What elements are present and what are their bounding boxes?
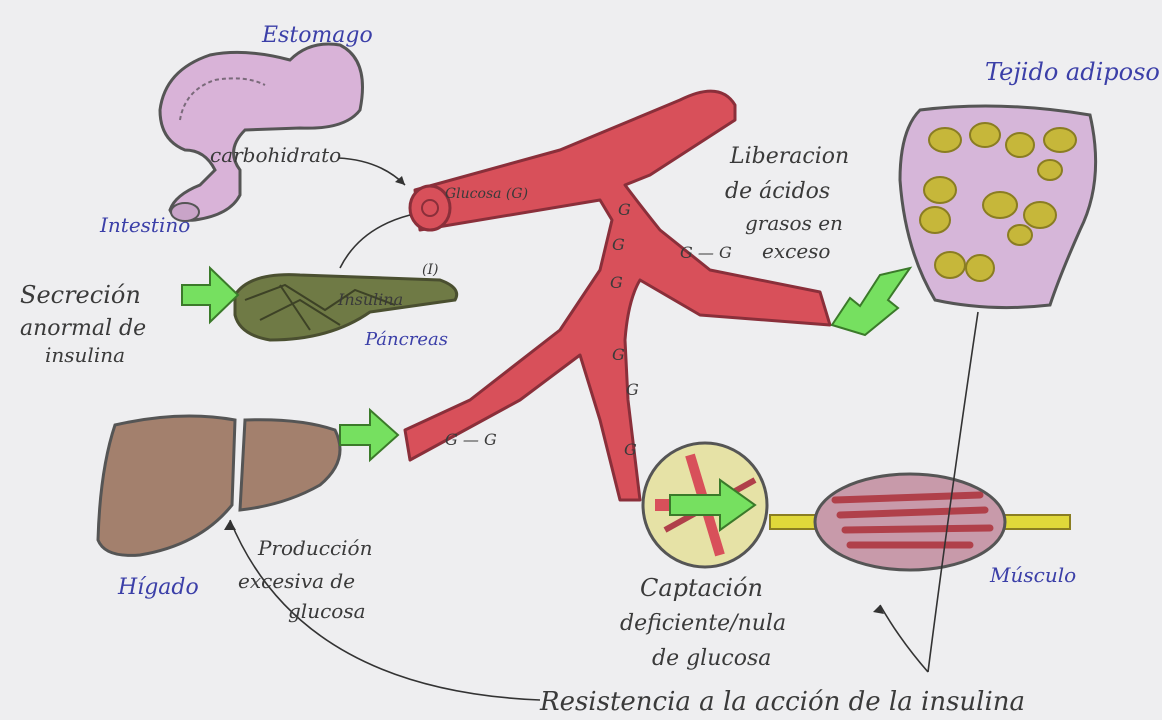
liver-illustration [98, 416, 340, 555]
label-insulin: Insulina [337, 290, 403, 309]
arrow-liver-to-vessel [340, 410, 398, 460]
glucose-mark: G [610, 273, 623, 292]
label-vessel-glucose: Glucosa (G) [445, 186, 528, 202]
label-uptake-2: deficiente/nula [620, 611, 786, 636]
stomach-illustration [160, 44, 363, 221]
arrow-into-pancreas [182, 268, 238, 322]
label-uptake-3: de glucosa [652, 646, 771, 671]
uptake-circle [643, 443, 767, 567]
label-fatty-acids-4: exceso [762, 239, 830, 263]
glucose-mark: G [626, 380, 639, 399]
glucose-mark: G [624, 440, 637, 459]
label-pancreas: Páncreas [364, 329, 448, 350]
label-carbs: carbohidrato [210, 143, 341, 167]
label-insulin-marker: (I) [422, 262, 438, 278]
label-stomach: Estomago [261, 23, 373, 48]
label-secretion-1: Secreción [20, 281, 141, 309]
glucose-mark: G [612, 345, 625, 364]
label-fatty-acids-2: de ácidos [725, 179, 830, 204]
label-uptake-1: Captación [640, 574, 763, 602]
label-secretion-3: insulina [45, 343, 125, 367]
label-muscle: Músculo [989, 563, 1076, 587]
glucose-mark: G [618, 200, 631, 219]
label-intestine: Intestino [99, 213, 190, 237]
label-resistance: Resistencia a la acción de la insulina [539, 687, 1025, 717]
glucose-mark: G [612, 235, 625, 254]
glucose-chain: G — G [680, 243, 732, 262]
label-fatty-acids-3: grasos en [745, 211, 843, 235]
label-liver: Hígado [117, 575, 199, 600]
glucose-chain: G — G [445, 430, 497, 449]
label-production-2: excesiva de [238, 569, 355, 593]
label-production-3: glucosa [288, 599, 366, 623]
label-production-1: Producción [257, 536, 372, 560]
label-fatty-acids-1: Liberacion [729, 144, 849, 169]
muscle-illustration [770, 474, 1070, 570]
label-secretion-2: anormal de [20, 316, 146, 341]
label-adipose: Tejido adiposo [985, 58, 1160, 86]
arrow-adipose-to-vessel [832, 268, 910, 335]
